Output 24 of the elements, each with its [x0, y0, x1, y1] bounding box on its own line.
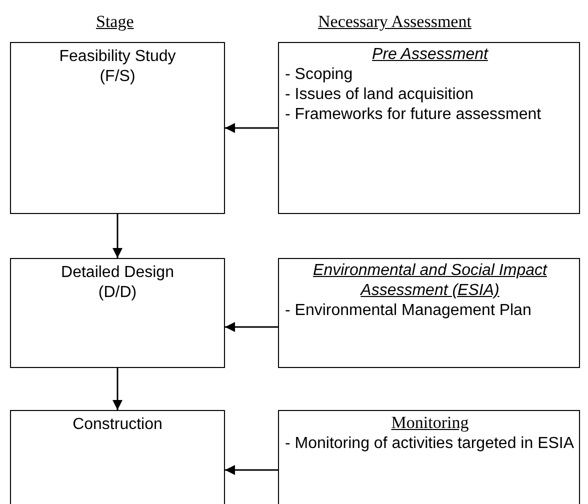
- arrow: [112, 368, 122, 410]
- assessment-heading: Pre Assessment: [372, 46, 488, 63]
- assessment-item: - Frameworks for future assessment: [285, 105, 542, 125]
- stage-name: Construction: [72, 415, 164, 435]
- assessment-item: - Environmental Management Plan: [285, 301, 532, 321]
- arrow: [225, 123, 278, 133]
- column-header: Necessary Assessment: [318, 12, 472, 32]
- column-header: Stage: [96, 12, 134, 32]
- stage-name: Feasibility Study (F/S): [58, 47, 177, 87]
- assessment-item: - Monitoring of activities targeted in ESIA: [285, 434, 575, 454]
- assessment-heading: Environmental and Social Impact Assessment (ESIA): [313, 262, 547, 299]
- arrow: [225, 465, 278, 475]
- assessment-box: [278, 410, 580, 504]
- assessment-box: [278, 42, 580, 214]
- assessment-heading: Monitoring: [391, 413, 469, 432]
- assessment-item: - Scoping: [285, 65, 354, 85]
- stage-box: [10, 410, 225, 504]
- arrow: [112, 214, 122, 258]
- stage-box: [10, 258, 225, 368]
- assessment-item: - Issues of land acquisition: [285, 85, 475, 105]
- arrow: [225, 322, 278, 332]
- stage-box: [10, 42, 225, 214]
- stage-name: Detailed Design (D/D): [60, 263, 175, 303]
- assessment-box: [278, 258, 580, 368]
